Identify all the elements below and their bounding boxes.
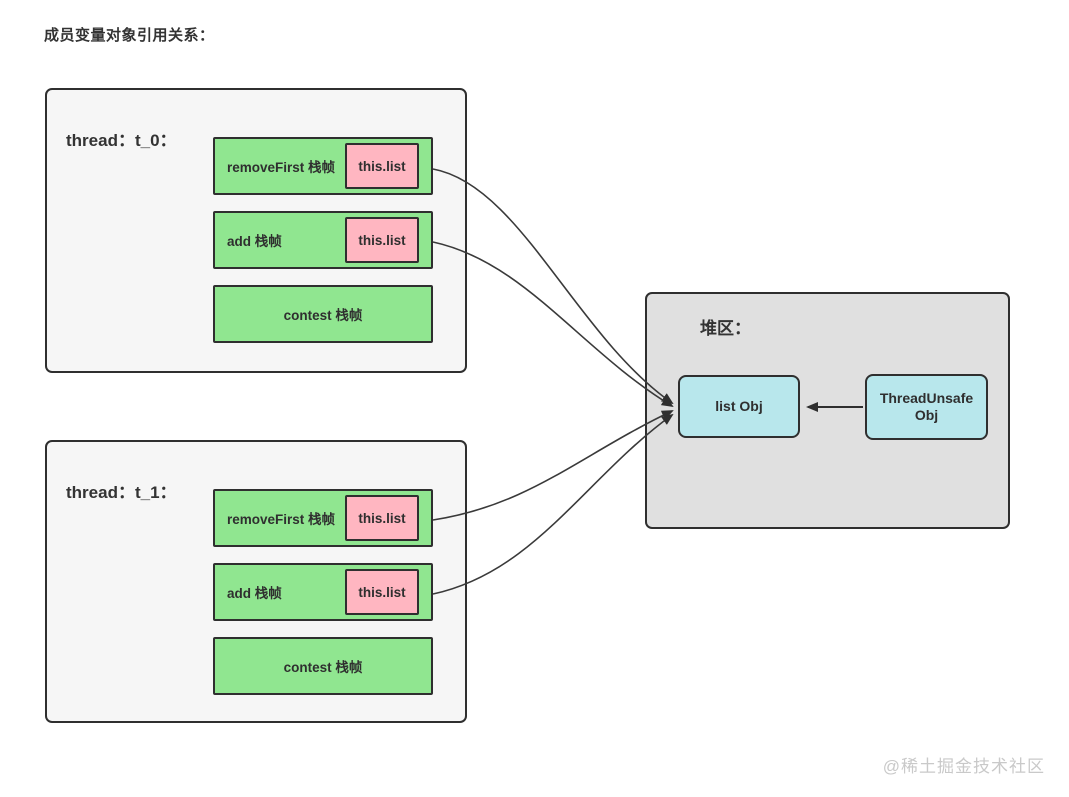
- t1-contest-frame: contest 栈帧: [213, 637, 433, 695]
- t1-removefirst-frame: removeFirst 栈帧 this.list: [213, 489, 433, 547]
- t0-contest-frame-label: contest 栈帧: [283, 308, 363, 323]
- t0-removefirst-frame: removeFirst 栈帧 this.list: [213, 137, 433, 195]
- thread-t1-box: thread：t_1： removeFirst 栈帧 this.list add…: [45, 440, 467, 723]
- t1-add-thislist-box: this.list: [345, 569, 419, 615]
- t0-add-frame-label: add 栈帧: [227, 234, 282, 249]
- heap-box: 堆区： list Obj ThreadUnsafe Obj: [645, 292, 1010, 529]
- thread-t0-box: thread：t_0： removeFirst 栈帧 this.list add…: [45, 88, 467, 373]
- t1-removefirst-frame-label: removeFirst 栈帧: [227, 512, 336, 527]
- t1-add-frame: add 栈帧 this.list: [213, 563, 433, 621]
- t0-add-thislist-box: this.list: [345, 217, 419, 263]
- thread-t1-label: thread：t_1：: [66, 483, 177, 502]
- heap-label: 堆区：: [700, 319, 751, 338]
- watermark-text: @稀土掘金技术社区: [882, 757, 1045, 776]
- thread-t0-label: thread：t_0：: [66, 131, 177, 150]
- t0-add-frame: add 栈帧 this.list: [213, 211, 433, 269]
- t1-contest-frame-label: contest 栈帧: [283, 660, 363, 675]
- t0-removefirst-thislist-box: this.list: [345, 143, 419, 189]
- t0-contest-frame: contest 栈帧: [213, 285, 433, 343]
- list-obj-box: list Obj: [678, 375, 800, 438]
- arrow-t0-removefirst-to-listobj: [432, 168, 674, 405]
- threadunsafe-obj-box: ThreadUnsafe Obj: [865, 374, 988, 440]
- arrow-t1-removefirst-to-listobj: [432, 410, 674, 521]
- t0-removefirst-frame-label: removeFirst 栈帧: [227, 160, 336, 175]
- page-title: 成员变量对象引用关系：: [44, 27, 215, 44]
- t1-removefirst-thislist-box: this.list: [345, 495, 419, 541]
- arrow-t0-add-to-listobj: [432, 241, 674, 408]
- t1-add-frame-label: add 栈帧: [227, 586, 282, 601]
- arrow-t1-add-to-listobj: [432, 413, 674, 595]
